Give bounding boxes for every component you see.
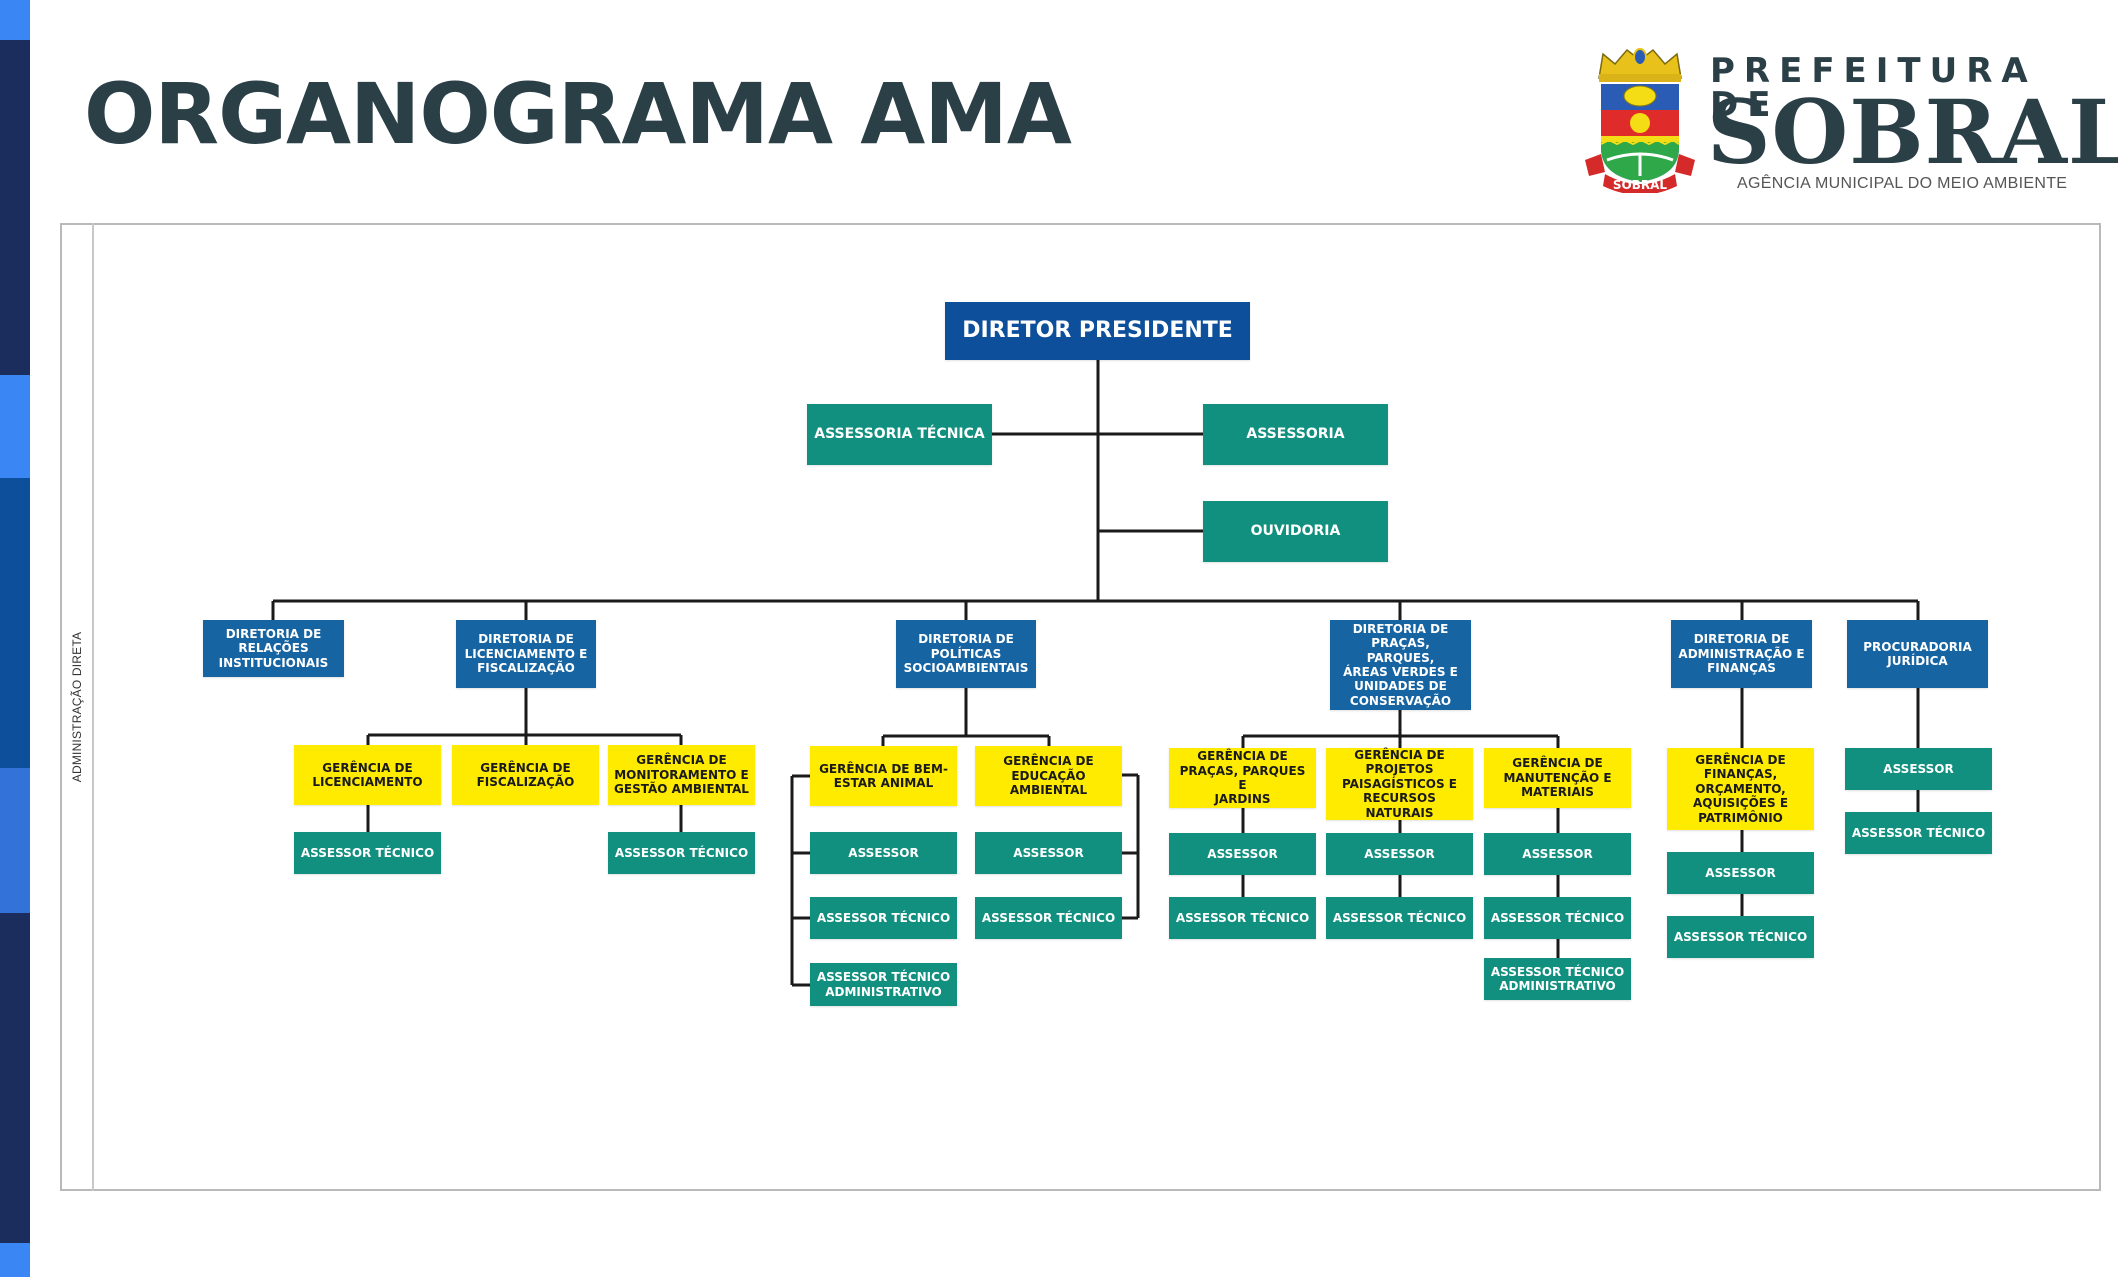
logo-main-text: SOBRAL (1707, 80, 2118, 184)
node-assessor: ASSESSOR (1667, 852, 1814, 894)
strip-segment (0, 375, 30, 478)
node-assessor-tecnico: ASSESSOR TÉCNICO (1845, 812, 1992, 854)
node-diretor-presidente: DIRETOR PRESIDENTE (945, 302, 1250, 360)
node-assessor-tecnico-administrativo: ASSESSOR TÉCNICO ADMINISTRATIVO (810, 963, 957, 1006)
svg-text:SOBRAL: SOBRAL (1613, 178, 1668, 192)
logo-top-text: PREFEITURA DE (1710, 51, 2037, 125)
node-assessor-tecnico: ASSESSOR TÉCNICO (294, 832, 441, 874)
node-diretoria-politicas-socioambientais: DIRETORIA DE POLÍTICAS SOCIOAMBIENTAIS (896, 620, 1036, 688)
node-procuradoria-juridica: PROCURADORIA JURÍDICA (1847, 620, 1988, 688)
node-diretoria-relacoes-institucionais: DIRETORIA DE RELAÇÕES INSTITUCIONAIS (203, 620, 344, 677)
node-assessoria: ASSESSORIA (1203, 404, 1388, 465)
node-gerencia-licenciamento: GERÊNCIA DE LICENCIAMENTO (294, 745, 441, 805)
node-assessor-tecnico: ASSESSOR TÉCNICO (810, 897, 957, 939)
strip-segment (0, 40, 30, 375)
node-assessor-tecnico: ASSESSOR TÉCNICO (1326, 897, 1473, 939)
node-gerencia-fiscalizacao: GERÊNCIA DE FISCALIZAÇÃO (452, 745, 599, 805)
node-diretoria-licenciamento-fiscalizacao: DIRETORIA DE LICENCIAMENTO E FISCALIZAÇÃ… (456, 620, 596, 688)
strip-segment (0, 913, 30, 1243)
node-assessor-tecnico: ASSESSOR TÉCNICO (975, 897, 1122, 939)
side-color-strip (0, 0, 30, 1277)
node-assessor-tecnico: ASSESSOR TÉCNICO (608, 832, 755, 874)
node-assessor-tecnico-administrativo: ASSESSOR TÉCNICO ADMINISTRATIVO (1484, 958, 1631, 1000)
node-gerencia-bem-estar-animal: GERÊNCIA DE BEM- ESTAR ANIMAL (810, 746, 957, 806)
node-gerencia-projetos-paisagisticos: GERÊNCIA DE PROJETOS PAISAGÍSTICOS E REC… (1326, 748, 1473, 820)
page-title: ORGANOGRAMA AMA (84, 65, 1072, 163)
node-assessor: ASSESSOR (975, 832, 1122, 874)
strip-segment (0, 478, 30, 768)
node-assessor: ASSESSOR (1484, 833, 1631, 875)
node-assessor-tecnico: ASSESSOR TÉCNICO (1484, 897, 1631, 939)
logo-sub-text: AGÊNCIA MUNICIPAL DO MEIO AMBIENTE (1737, 175, 2068, 192)
node-gerencia-monitoramento: GERÊNCIA DE MONITORAMENTO E GESTÃO AMBIE… (608, 745, 755, 805)
node-assessor: ASSESSOR (810, 832, 957, 874)
node-gerencia-educacao-ambiental: GERÊNCIA DE EDUCAÇÃO AMBIENTAL (975, 746, 1122, 806)
node-assessor: ASSESSOR (1169, 833, 1316, 875)
node-assessor: ASSESSOR (1326, 833, 1473, 875)
chart-frame (60, 223, 2101, 1191)
strip-segment (0, 768, 30, 913)
node-assessor-tecnico: ASSESSOR TÉCNICO (1169, 897, 1316, 939)
node-assessoria-tecnica: ASSESSORIA TÉCNICA (807, 404, 992, 465)
prefeitura-logo: SOBRAL PREFEITURA DE SOBRAL AGÊNCIA MUNI… (1585, 48, 2118, 198)
node-ouvidoria: OUVIDORIA (1203, 501, 1388, 562)
frame-divider (92, 223, 94, 1191)
node-assessor: ASSESSOR (1845, 748, 1992, 790)
node-gerencia-financas-orcamento: GERÊNCIA DE FINANÇAS, ORÇAMENTO, AQUISIÇ… (1667, 748, 1814, 830)
node-diretoria-administracao-financas: DIRETORIA DE ADMINISTRAÇÃO E FINANÇAS (1671, 620, 1812, 688)
node-gerencia-pracas-parques-jardins: GERÊNCIA DE PRAÇAS, PARQUES E JARDINS (1169, 748, 1316, 808)
node-assessor-tecnico: ASSESSOR TÉCNICO (1667, 916, 1814, 958)
node-diretoria-pracas-parques: DIRETORIA DE PRAÇAS, PARQUES, ÁREAS VERD… (1330, 620, 1471, 710)
node-gerencia-manutencao-materiais: GERÊNCIA DE MANUTENÇÃO E MATERIAIS (1484, 748, 1631, 808)
strip-segment (0, 0, 30, 40)
strip-segment (0, 1243, 30, 1277)
sobral-coat-of-arms-icon: SOBRAL (1585, 48, 1695, 193)
